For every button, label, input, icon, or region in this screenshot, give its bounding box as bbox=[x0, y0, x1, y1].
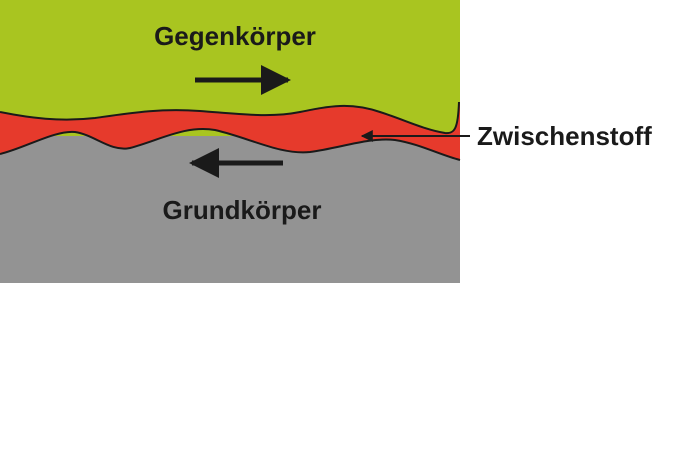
counter-body-block bbox=[0, 0, 460, 136]
base-body-block bbox=[0, 120, 460, 283]
counter-body-label: Gegenkörper bbox=[154, 21, 316, 51]
base-body-label: Grundkörper bbox=[163, 195, 322, 225]
intermediate-material-label: Zwischenstoff bbox=[477, 121, 652, 151]
base-body-surface-line bbox=[0, 128, 461, 161]
intermediate-layer bbox=[0, 102, 460, 160]
counter-body-surface-line bbox=[0, 101, 460, 135]
